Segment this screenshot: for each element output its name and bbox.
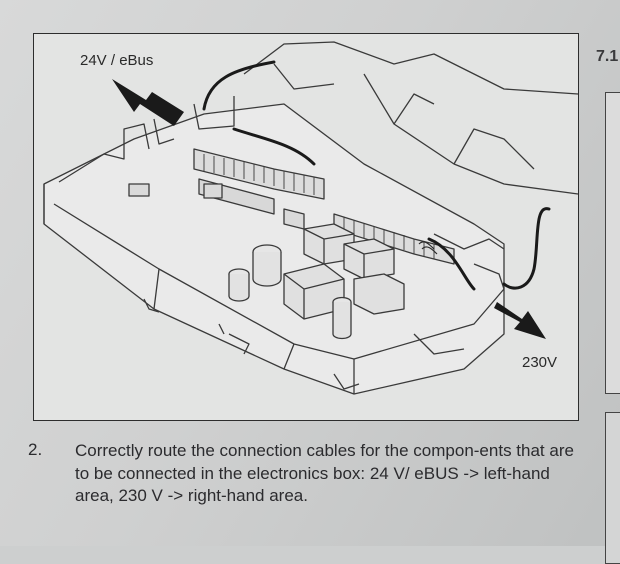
step-number: 2. bbox=[28, 440, 43, 459]
next-section-heading: 7.1 bbox=[596, 48, 619, 65]
electronics-box-drawing bbox=[43, 41, 578, 395]
label-230v: 230V bbox=[522, 354, 558, 371]
electronics-box-illustration: 24V / eBus 230V bbox=[33, 33, 579, 421]
next-figure-frame-lower bbox=[605, 412, 620, 564]
step-instruction-text: Correctly route the connection cables fo… bbox=[75, 441, 574, 505]
next-figure-frame bbox=[605, 92, 620, 394]
label-24v-ebus: 24V / eBus bbox=[80, 52, 154, 69]
